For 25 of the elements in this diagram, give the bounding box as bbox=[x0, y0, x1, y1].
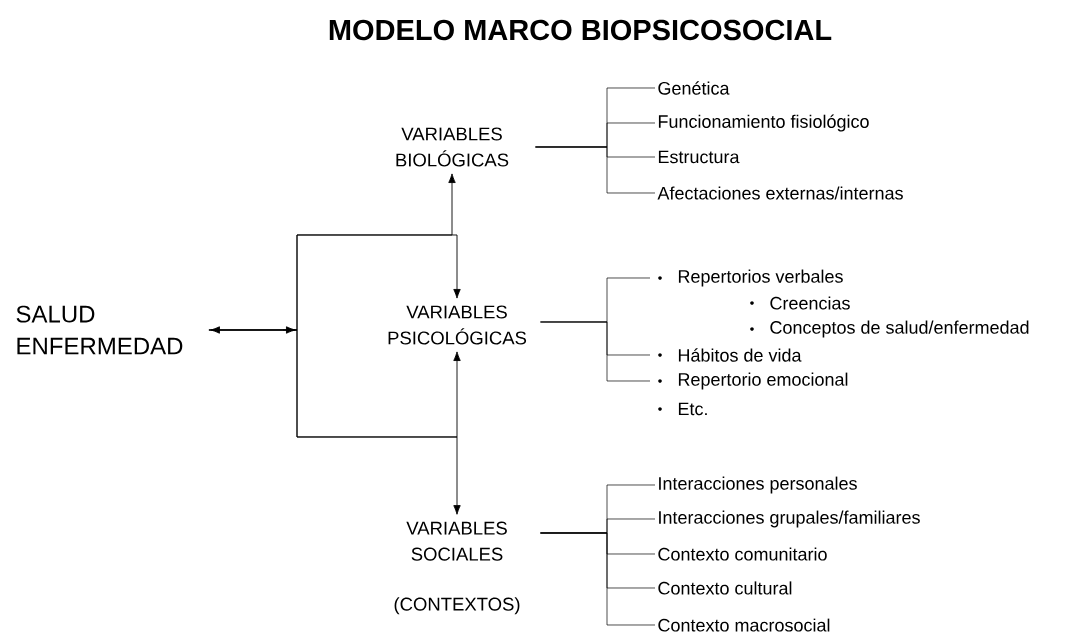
list-item: Creencias bbox=[770, 296, 850, 310]
list-item: Repertorios verbales bbox=[678, 269, 843, 287]
node-label: VARIABLES PSICOLÓGICAS bbox=[388, 305, 527, 345]
list-item: Interacciones personales bbox=[659, 476, 857, 494]
list-item: Etc. bbox=[678, 402, 707, 416]
node-label: VARIABLES SOCIALES (CONTEXTOS) bbox=[394, 521, 520, 615]
connector-line bbox=[540, 321, 651, 382]
title: MODELO MARCO BIOPSICOSOCIAL bbox=[329, 19, 832, 41]
list-item: Interacciones grupales/familiares bbox=[659, 510, 920, 528]
node-label: VARIABLES BIOLÓGICAS bbox=[396, 127, 509, 167]
node-label: SALUD ENFERMEDAD bbox=[16, 305, 183, 355]
list-item: Hábitos de vida bbox=[678, 348, 802, 362]
arrow bbox=[208, 329, 461, 515]
list-item: Afectaciones externas/internas bbox=[657, 186, 903, 200]
arrow bbox=[210, 173, 456, 334]
list-item: Genética bbox=[658, 81, 730, 95]
connector-line bbox=[540, 532, 656, 626]
list-item: Funcionamiento fisiológico bbox=[658, 114, 869, 132]
list-item: Contexto cultural bbox=[658, 581, 792, 595]
list-item: Estructura bbox=[658, 150, 740, 164]
list-item: Conceptos de salud/enfermedad bbox=[770, 320, 1029, 338]
list-item: Contexto macrosocial bbox=[658, 618, 830, 632]
connector-line bbox=[535, 146, 656, 194]
list-item: Contexto comunitario bbox=[658, 547, 827, 561]
list-item: Repertorio emocional bbox=[678, 372, 848, 390]
